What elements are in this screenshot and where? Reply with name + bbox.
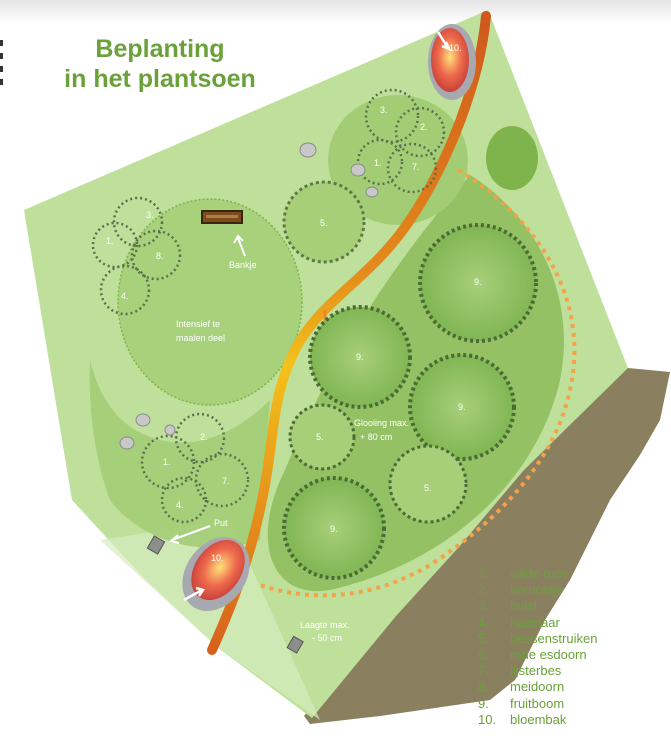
label-planter-top: 10. bbox=[449, 43, 462, 53]
label-left-3: 3. bbox=[146, 210, 154, 220]
label-shrub-5-mid: 5. bbox=[316, 432, 324, 442]
rocks bbox=[119, 142, 379, 450]
tree-9-a bbox=[418, 223, 538, 343]
legend-item: 4.hazelaar bbox=[478, 614, 560, 630]
slope-label-2: + 80 cm bbox=[360, 432, 392, 442]
label-top-1: 1. bbox=[374, 158, 382, 168]
shrub-5-top bbox=[282, 180, 366, 264]
legend-item: 1.wilde roos bbox=[478, 566, 569, 581]
plot-lawn-light bbox=[100, 520, 320, 720]
label-tree-9-c: 9. bbox=[458, 402, 466, 412]
label-shrub-5-top: 5. bbox=[320, 218, 328, 228]
label-planter-bottom: 10. bbox=[211, 553, 224, 563]
area-labels: Bankje Intensief te maaien deel Glooiing… bbox=[176, 260, 409, 643]
label-shrub-5-right: 5. bbox=[424, 483, 432, 493]
tree-9-c bbox=[408, 353, 516, 461]
well-icon-left bbox=[146, 535, 166, 555]
dotted-boundary bbox=[259, 168, 577, 598]
dip-label-1: Laagte max. bbox=[300, 620, 350, 630]
label-low-4: 4. bbox=[176, 500, 184, 510]
label-low-7: 7. bbox=[222, 476, 230, 486]
label-left-1: 1. bbox=[106, 236, 114, 246]
title-line-2: in het plantsoen bbox=[64, 65, 256, 93]
label-tree-9-d: 9. bbox=[330, 524, 338, 534]
tree-9-d bbox=[282, 476, 386, 580]
plant-number-labels: 10. 10. 3. 2. 1. 7. 3. 1. 8. 4. 2. 1. 7.… bbox=[106, 43, 482, 563]
label-low-2: 2. bbox=[200, 432, 208, 442]
title-line-1: Beplanting bbox=[95, 35, 225, 63]
legend-item: 9.fruitboom bbox=[478, 695, 565, 711]
legend-item: 5.bessenstruiken bbox=[478, 630, 598, 646]
well-arrow bbox=[168, 525, 211, 544]
bench-label: Bankje bbox=[229, 260, 257, 270]
legend-item: 2.kornoelje bbox=[478, 582, 563, 598]
shrub-group-lower bbox=[140, 412, 250, 524]
mow-area bbox=[117, 198, 303, 406]
tree-9-b bbox=[308, 305, 412, 409]
map-title: Beplanting in het plantsoen bbox=[40, 34, 280, 94]
margin-marks bbox=[0, 40, 4, 92]
shrub-5-mid bbox=[288, 403, 356, 471]
well-label: Put bbox=[214, 518, 228, 528]
planter-bottom bbox=[182, 536, 250, 612]
bench-icon bbox=[201, 210, 243, 224]
tree-6 bbox=[486, 126, 538, 190]
label-tree-9-a: 9. bbox=[474, 277, 482, 287]
plant-legend: 1.wilde roos 2.kornoelje 3.hulst 4.hazel… bbox=[478, 566, 597, 728]
planter-top bbox=[428, 24, 476, 100]
footpath bbox=[207, 11, 491, 655]
legend-item: 3.hulst bbox=[478, 598, 538, 614]
label-low-1: 1. bbox=[163, 457, 171, 467]
label-left-8: 8. bbox=[156, 251, 164, 261]
legend-item: 6.rode esdoorn bbox=[478, 647, 587, 663]
top-shadow bbox=[0, 0, 671, 24]
label-left-4: 4. bbox=[121, 291, 129, 301]
legend-item: 8.meidoorn bbox=[478, 679, 565, 695]
shrub-5-right bbox=[388, 444, 468, 524]
left-green-zone bbox=[89, 360, 270, 548]
legend-item: 10.bloembak bbox=[478, 711, 567, 727]
label-top-7: 7. bbox=[412, 162, 420, 172]
label-top-2: 2. bbox=[420, 122, 428, 132]
ground-edge bbox=[304, 368, 670, 724]
shrub-group-left bbox=[91, 196, 182, 316]
bench-arrow bbox=[233, 234, 246, 257]
well-icon-bottom bbox=[286, 635, 304, 654]
legend-item: 7.lijsterbes bbox=[478, 663, 562, 679]
mow-area-label-1: Intensief te bbox=[176, 319, 220, 329]
mow-area-label-2: maaien deel bbox=[176, 333, 225, 343]
dip-label-2: - 50 cm bbox=[312, 633, 342, 643]
shrub-group-top bbox=[356, 88, 446, 194]
label-top-3: 3. bbox=[380, 105, 388, 115]
label-tree-9-b: 9. bbox=[356, 352, 364, 362]
upper-green-zone bbox=[328, 95, 468, 225]
slope-label-1: Glooiing max. bbox=[354, 418, 409, 428]
